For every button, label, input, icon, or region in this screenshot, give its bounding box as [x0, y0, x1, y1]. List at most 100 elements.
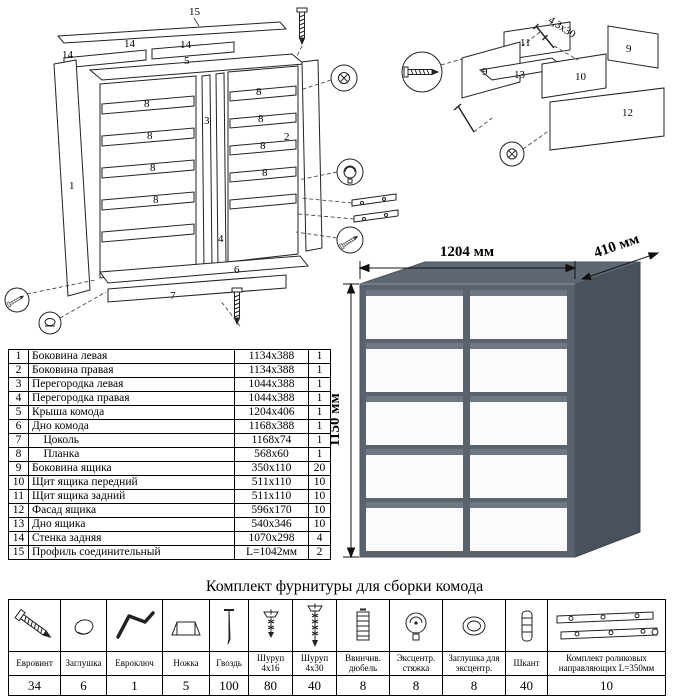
- hardware-icon-cell: [248, 599, 293, 652]
- part-label-12: 12: [622, 107, 633, 119]
- confirmat-screw-icon: [296, 7, 308, 45]
- part-qty: 1: [308, 377, 331, 392]
- table-row: 4 Перегородка правая 1044x388 1: [8, 391, 331, 406]
- part-qty: 1: [308, 433, 331, 448]
- part-label-10: 10: [575, 71, 587, 83]
- panel-drawer-front-10: [541, 53, 607, 99]
- part-label-14: 14: [124, 38, 136, 50]
- hardware-label: Шкант: [505, 651, 548, 676]
- hardware-qty: 80: [248, 675, 293, 696]
- hardware-qty: 40: [292, 675, 337, 696]
- part-name: Щит ящика передний: [28, 475, 235, 490]
- confirmat-screw-icon: [13, 608, 52, 638]
- part-label-4: 4: [218, 233, 224, 245]
- table-row: 9 Боковина ящика 350x110 20: [8, 461, 331, 476]
- part-label-8: 8: [260, 140, 266, 152]
- part-number: 9: [8, 461, 29, 476]
- small-screws: [533, 23, 555, 49]
- part-size: 1134x388: [234, 349, 309, 364]
- table-row: 12 Фасад ящика 596x170 10: [8, 503, 331, 518]
- part-number: 13: [8, 517, 29, 532]
- part-qty: 2: [308, 545, 331, 560]
- part-number: 1: [8, 349, 29, 364]
- part-qty: 10: [308, 503, 331, 518]
- exploded-view-diagram: 15 14 14 14 5 1 2 3 4 6 7 8 8 8 8 8 8 8 …: [4, 6, 399, 335]
- table-row: 5 Крыша комода 1204x406 1: [8, 405, 331, 420]
- part-size: 511x110: [234, 475, 309, 490]
- hardware-label: Гвоздь: [209, 651, 249, 676]
- part-size: 1168x74: [234, 433, 309, 448]
- part-label-8: 8: [153, 194, 159, 206]
- part-number: 10: [8, 475, 29, 490]
- drawer-slide-icon: [353, 209, 399, 223]
- hardware-qty: 34: [8, 675, 61, 696]
- drawer-assembly-diagram: 4,3x30 11 9 9 13 10 12: [401, 14, 665, 167]
- hardware-label: Заглушка: [60, 651, 107, 676]
- leader-lines: [26, 45, 355, 327]
- height-dimension-label: 1150 мм: [330, 393, 343, 446]
- table-row: 13 Дно ящика 540x346 10: [8, 517, 331, 532]
- part-name: Крыша комода: [28, 405, 235, 420]
- part-number: 6: [8, 419, 29, 434]
- part-name: Перегородка правая: [28, 391, 235, 406]
- drawer-slides-icon: [556, 610, 658, 640]
- part-qty: 10: [308, 489, 331, 504]
- part-size: L=1042мм: [234, 545, 309, 560]
- hardware-icon-cell: [60, 599, 107, 652]
- part-size: 596x170: [234, 503, 309, 518]
- leader-lines: [440, 31, 579, 150]
- part-qty: 1: [308, 405, 331, 420]
- part-label-7: 7: [170, 290, 176, 302]
- part-number: 2: [8, 363, 29, 378]
- table-row: 10 Щит ящика передний 511x110 10: [8, 475, 331, 490]
- table-row: 15 Профиль соединительный L=1042мм 2: [8, 545, 331, 560]
- panel-bottom-6: [99, 255, 309, 284]
- part-name: Перегородка левая: [28, 377, 235, 392]
- hardware-icon-cell: [442, 599, 506, 652]
- part-size: 1070x298: [234, 531, 309, 546]
- part-size: 1044x388: [234, 391, 309, 406]
- part-number: 14: [8, 531, 29, 546]
- nail-icon: [224, 608, 234, 644]
- hardware-qty: 8: [442, 675, 506, 696]
- hardware-icon-cell: [292, 599, 337, 652]
- part-label-8: 8: [150, 162, 156, 174]
- cabinet-panels: [53, 21, 323, 303]
- hardware-icon-cell: [106, 599, 163, 652]
- hardware-icons-row: [8, 599, 666, 652]
- part-name: Дно ящика: [28, 517, 235, 532]
- hardware-icon-cell: [336, 599, 390, 652]
- screw-icon: [262, 609, 279, 638]
- part-label-13: 13: [514, 69, 526, 81]
- part-number: 4: [8, 391, 29, 406]
- part-label-2: 2: [284, 131, 290, 143]
- hardware-qty: 6: [60, 675, 107, 696]
- part-size: 1204x406: [234, 405, 309, 420]
- phillips-head-icon: [338, 72, 350, 84]
- table-row: 3 Перегородка левая 1044x388 1: [8, 377, 331, 392]
- panel-right-2: [301, 59, 323, 252]
- part-label-5: 5: [184, 55, 190, 67]
- part-number: 5: [8, 405, 29, 420]
- table-row: 2 Боковина правая 1134x388 1: [8, 363, 331, 378]
- cam-cap-icon: [462, 616, 486, 635]
- dresser: [359, 261, 641, 558]
- hardware-icon-cell: [209, 599, 249, 652]
- part-label-6: 6: [234, 264, 240, 276]
- part-size: 1134x388: [234, 363, 309, 378]
- hardware-qty: 5: [162, 675, 210, 696]
- part-number: 8: [8, 447, 29, 462]
- screw-cap-icon: [74, 618, 93, 635]
- part-number: 3: [8, 377, 29, 392]
- hardware-qty: 40: [505, 675, 548, 696]
- panel-drawer-facade-12: [549, 87, 665, 151]
- table-row: 7 Цоколь 1168x74 1: [8, 433, 331, 448]
- confirmat-screw-icon: [6, 293, 26, 308]
- foot-icon: [171, 621, 201, 635]
- hardware-qty: 100: [209, 675, 249, 696]
- hardware-kit-title: Комплект фурнитуры для сборки комода: [205, 578, 484, 595]
- part-qty: 1: [308, 419, 331, 434]
- hardware-icon-cell: [505, 599, 548, 652]
- part-size: 511x110: [234, 489, 309, 504]
